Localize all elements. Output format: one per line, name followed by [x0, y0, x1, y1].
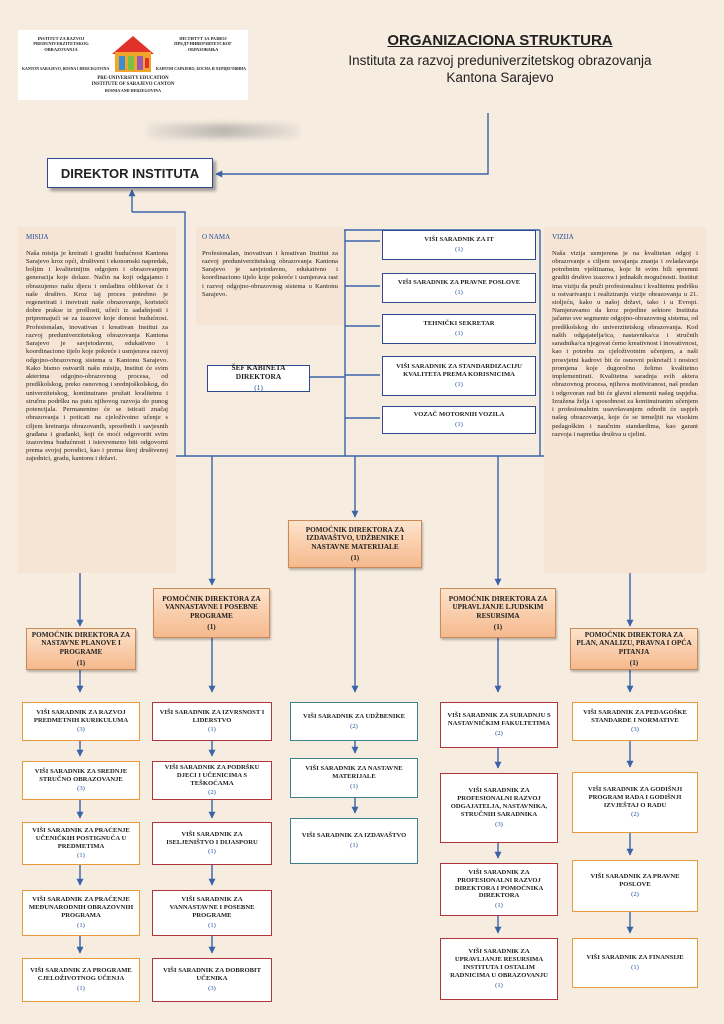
vision-panel: VIZIJA Naša vizija usmjerena je na kvali…	[544, 227, 706, 573]
page-title: ORGANIZACIONA STRUKTURA Instituta za raz…	[300, 32, 700, 85]
chief-of-cabinet-box: ŠEF KABINETA DIREKTORA (1)	[207, 363, 310, 392]
col2-diaspora: VIŠI SARADNIK ZA ISELJENIŠTVO I DIJASPOR…	[152, 822, 272, 865]
col2-wellbeing: VIŠI SARADNIK ZA DOBROBIT UČENIKA(3)	[152, 958, 272, 1002]
assistant-extracurricular: POMOĆNIK DIREKTORA ZA VANNASTAVNE I POSE…	[153, 588, 270, 638]
col5-finance: VIŠI SARADNIK ZA FINANSIJE(1)	[572, 938, 698, 988]
mission-text: Naša misija je kreirati i graditi budućn…	[26, 249, 168, 463]
logo-text-latin: INSTITUT ZA RAZVOJ PREDUNIVERZITETSKOG O…	[33, 36, 89, 52]
logo-sub-latin: KANTON SARAJEVO, BOSNA I HERCEGOVINA	[22, 67, 110, 71]
col1-international: VIŠI SARADNIK ZA PRAĆENJE MEĐUNARODNIH O…	[22, 890, 140, 936]
institute-logo: INSTITUT ZA RAZVOJ PREDUNIVERZITETSKOG O…	[18, 30, 248, 100]
assistant-human-resources: POMOĆNIK DIREKTORA ZA UPRAVLJANJE LJUDSK…	[440, 588, 556, 638]
assistant-publishing: POMOĆNIK DIREKTORA ZA IZDAVAŠTVO, UDŽBEN…	[288, 520, 422, 568]
mission-panel: MISIJA Naša misija je kreirati i graditi…	[18, 227, 176, 573]
col4-faculties: VIŠI SARADNIK ZA SURADNJU S NASTAVNIČKIM…	[440, 702, 558, 748]
col2-extracurricular: VIŠI SARADNIK ZA VANNASTAVNE I POSEBNE P…	[152, 890, 272, 936]
logo-en-line3: BOSNIA AND HERZEGOVINA	[104, 88, 161, 93]
col1-achievement: VIŠI SARADNIK ZA PRAĆENJE UČENIČKIH POST…	[22, 822, 140, 865]
col3-publishing: VIŠI SARADNIK ZA IZDAVAŠTVO(1)	[290, 818, 418, 864]
about-panel: O NAMA Profesionalan, inovativan i kreat…	[196, 227, 344, 325]
cabinet-box-legal: VIŠI SARADNIK ZA PRAVNE POSLOVE(1)	[382, 273, 536, 303]
director-box: DIREKTOR INSTITUTA	[47, 158, 213, 188]
logo-text-cyrillic: ІНСТИТУТ ЗА РАЗВОЈ ПРЕДУНИВЕРЗИТЕТСКОГ О…	[174, 36, 232, 52]
col5-annual-program: VIŠI SARADNIK ZA GODIŠNJI PROGRAM RADA I…	[572, 772, 698, 833]
cabinet-box-driver: VOZAČ MOTORNIH VOZILA(1)	[382, 406, 536, 434]
col4-resources: VIŠI SARADNIK ZA UPRAVLJANJE RESURSIMA I…	[440, 938, 558, 1000]
col4-teacher-development: VIŠI SARADNIK ZA PROFESIONALNI RAZVOJ OD…	[440, 773, 558, 843]
blurred-region	[148, 124, 298, 138]
title-main: ORGANIZACIONA STRUKTURA	[387, 32, 613, 49]
col3-textbooks: VIŠI SARADNIK ZA UDŽBENIKE(2)	[290, 702, 418, 741]
col3-materials: VIŠI SARADNIK ZA NASTAVNE MATERIJALE(1)	[290, 758, 418, 798]
col5-standards: VIŠI SARADNIK ZA PEDAGOŠKE STANDARDE I N…	[572, 702, 698, 741]
cabinet-box-it: VIŠI SARADNIK ZA IT(1)	[382, 230, 536, 260]
logo-en-line2: INSTITUTE OF SARAJEVO CANTON	[91, 82, 175, 87]
mission-heading: MISIJA	[26, 233, 49, 241]
vision-heading: VIZIJA	[552, 233, 574, 241]
title-sub2: Kantona Sarajevo	[446, 70, 554, 85]
vision-text: Naša vizija usmjerena je na kvalitetan o…	[552, 249, 698, 438]
col2-special-needs: VIŠI SARADNIK ZA PODRŠKU DJECI I UČENICI…	[152, 761, 272, 800]
assistant-curriculum: POMOĆNIK DIREKTORA ZA NASTAVNE PLANOVE I…	[26, 628, 136, 670]
col1-lifelong: VIŠI SARADNIK ZA PROGRAME CJELOŽIVOTNOG …	[22, 958, 140, 1002]
about-heading: O NAMA	[202, 233, 231, 241]
logo-sub-cyrillic: КАНТОН САРАЈЕВО, БОСНА И ХЕРЦЕГОВИНА	[156, 67, 246, 71]
col4-director-development: VIŠI SARADNIK ZA PROFESIONALNI RAZVOJ DI…	[440, 863, 558, 916]
cabinet-box-quality: VIŠI SARADNIK ZA STANDARDIZACIJU KVALITE…	[382, 356, 536, 396]
col1-vocational: VIŠI SARADNIK ZA SREDNJE STRUČNO OBRAZOV…	[22, 761, 140, 800]
house-logo-icon	[112, 36, 154, 72]
col2-excellence: VIŠI SARADNIK ZA IZVRSNOST I LIDERSTVO(1…	[152, 702, 272, 741]
col1-curricula: VIŠI SARADNIK ZA RAZVOJ PREDMETNIH KURIK…	[22, 702, 140, 741]
cabinet-box-secretary: TEHNIČKI SEKRETAR(1)	[382, 314, 536, 344]
assistant-planning-legal: POMOĆNIK DIREKTORA ZA PLAN, ANALIZU, PRA…	[570, 628, 698, 670]
logo-en-line1: PRE-UNIVERSITY EDUCATION	[97, 76, 169, 81]
about-text: Profesionalan, inovativan i kreativan In…	[202, 249, 338, 298]
col5-legal: VIŠI SARADNIK ZA PRAVNE POSLOVE(2)	[572, 860, 698, 912]
title-sub: Instituta za razvoj preduniverzitetskog …	[348, 53, 652, 68]
